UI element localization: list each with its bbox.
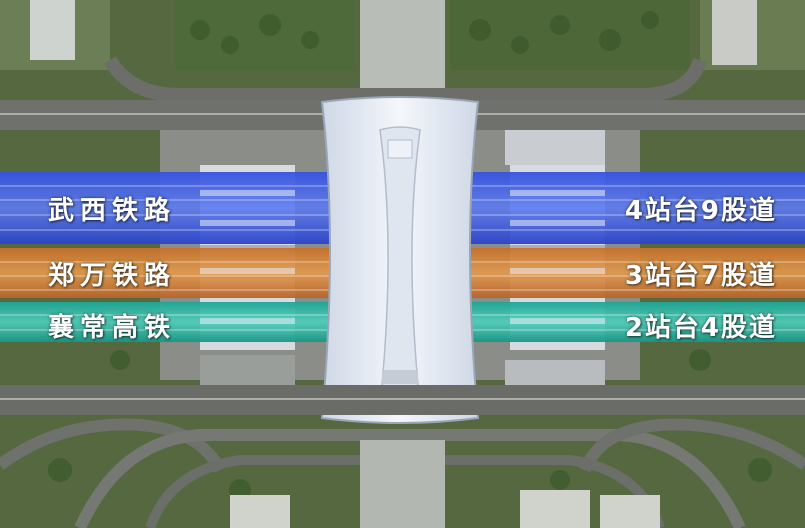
building-top-left <box>30 0 75 60</box>
capacity-zhengwan: 3站台7股道 <box>624 261 777 291</box>
plaza-north <box>360 0 445 90</box>
building-top-right <box>712 0 757 65</box>
capacity-xiangchang: 2站台4股道 <box>624 313 777 343</box>
line-name-wuxi: 武西铁路 <box>48 196 177 226</box>
line-name-zhengwan: 郑万铁路 <box>48 261 177 291</box>
capacity-wuxi: 4站台9股道 <box>624 196 777 226</box>
line-name-xiangchang: 襄常高铁 <box>48 313 177 343</box>
plaza-south <box>360 440 445 528</box>
